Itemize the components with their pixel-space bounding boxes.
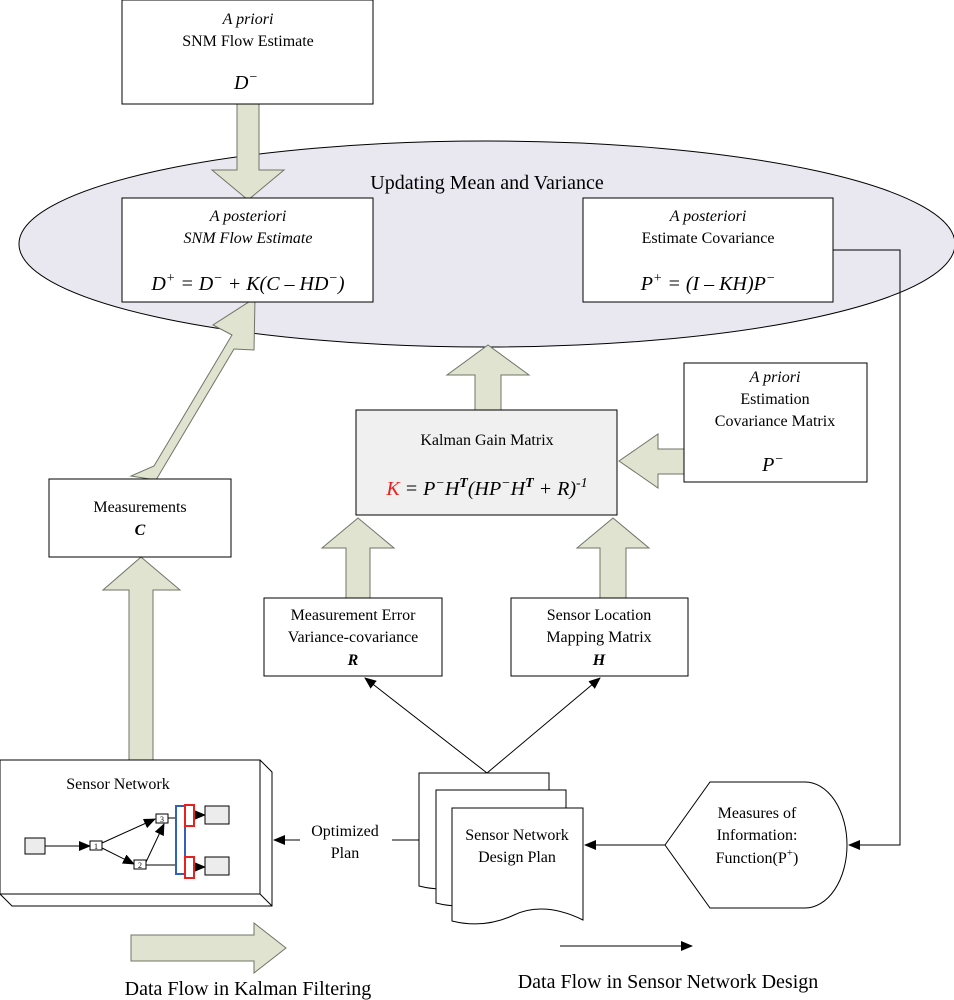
a-priori-flow-box: A priori SNM Flow Estimate D− xyxy=(121,0,374,105)
legend: Data Flow in Kalman Filtering Data Flow … xyxy=(125,921,819,1000)
node-1-label: 1 xyxy=(94,842,98,851)
fat-arrow-apriori-to-posterior xyxy=(210,103,286,201)
measures-of-information: Measures of Information: Function(P+) xyxy=(664,781,848,909)
fat-arrow-kalman-to-ellipse xyxy=(445,344,531,411)
a-priori-cov-line2: Estimation xyxy=(740,391,809,408)
measurements-box: Measurements C xyxy=(48,478,232,558)
meas-error-line2: Variance-covariance xyxy=(288,629,419,646)
measurements-label: Measurements xyxy=(93,499,186,516)
ellipse-title: Updating Mean and Variance xyxy=(370,172,604,194)
meas-error-line1: Measurement Error xyxy=(291,607,417,624)
a-priori-flow-line1: A priori xyxy=(222,11,274,28)
fat-arrow-error-to-kalman xyxy=(320,517,396,599)
a-priori-cov-symbol: P− xyxy=(761,452,784,476)
legend-design-label: Data Flow in Sensor Network Design xyxy=(518,971,819,993)
meas-error-symbol: R xyxy=(347,652,359,669)
legend-kalman-label: Data Flow in Kalman Filtering xyxy=(125,978,372,1000)
a-posteriori-cov-box: A posteriori Estimate Covariance P+ = (I… xyxy=(582,197,834,303)
node-3-label: 3 xyxy=(160,815,164,824)
posterior-flow-formula: D+ = D− + K(C – HD−) xyxy=(150,271,345,295)
node-2-label: 2 xyxy=(138,861,142,870)
design-plan-docs: Sensor Network Design Plan xyxy=(418,772,584,925)
measures-function: Function(P+) xyxy=(716,847,799,867)
sensor-network-title: Sensor Network xyxy=(66,776,170,793)
kalman-gain-title: Kalman Gain Matrix xyxy=(420,432,553,449)
fat-arrow-location-to-kalman xyxy=(575,517,651,599)
sensor-loc-line1: Sensor Location xyxy=(547,607,651,624)
sensor-loc-symbol: H xyxy=(592,652,606,669)
fat-arrow-cov-to-kalman xyxy=(618,433,686,489)
a-posteriori-flow-box: A posteriori SNM Flow Estimate D+ = D− +… xyxy=(121,197,374,303)
fat-arrow-measurements-to-posterior xyxy=(129,297,256,481)
a-priori-cov-line3: Covariance Matrix xyxy=(715,413,835,430)
posterior-cov-line2: Estimate Covariance xyxy=(642,230,775,247)
posterior-cov-line1: A posteriori xyxy=(669,208,747,225)
measurement-error-box: Measurement Error Variance-covariance R xyxy=(263,597,443,677)
a-priori-flow-line2: SNM Flow Estimate xyxy=(182,33,314,50)
kalman-gain-box: Kalman Gain Matrix K = P−HT(HP−HT + R)-1 xyxy=(355,409,618,516)
a-priori-cov-box: A priori Estimation Covariance Matrix P− xyxy=(683,362,868,483)
kalman-gain-formula: K = P−HT(HP−HT + R)-1 xyxy=(385,476,587,500)
sensor-marker-red-top xyxy=(184,804,195,827)
posterior-flow-line2: SNM Flow Estimate xyxy=(184,230,313,247)
a-priori-flow-symbol: D− xyxy=(233,70,258,94)
sensor-loc-line2: Mapping Matrix xyxy=(546,629,651,646)
a-priori-cov-line1: A priori xyxy=(749,369,801,386)
sensor-bar-blue xyxy=(175,805,186,875)
measures-line2: Information: xyxy=(717,827,798,844)
arrow-cov-to-measures xyxy=(833,249,901,850)
measurements-symbol: C xyxy=(135,522,146,539)
sensor-network-box: Sensor Network 1 3 2 xyxy=(0,759,273,907)
legend-fat-arrow xyxy=(130,921,287,975)
optimized-plan-line1: Optimized xyxy=(311,823,379,840)
arrow-plan-to-location xyxy=(486,677,601,774)
measures-line1: Measures of xyxy=(718,805,797,822)
optimized-plan-line2: Plan xyxy=(331,845,359,862)
posterior-flow-line1: A posteriori xyxy=(209,208,287,225)
design-plan-line1: Sensor Network xyxy=(465,827,569,844)
sensor-marker-red-bottom xyxy=(184,856,195,879)
arrow-plan-to-error xyxy=(364,677,488,774)
sensor-location-box: Sensor Location Mapping Matrix H xyxy=(510,597,689,677)
design-plan-line2: Design Plan xyxy=(478,849,556,866)
fat-arrow-network-to-measurements xyxy=(101,556,182,761)
posterior-cov-formula: P+ = (I – KH)P− xyxy=(640,271,776,295)
